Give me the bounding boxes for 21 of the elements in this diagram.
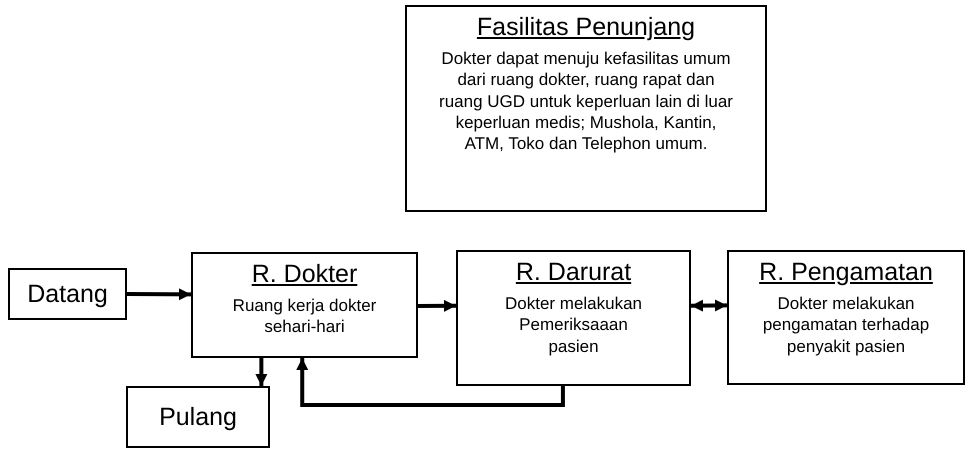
process-box bbox=[8, 268, 127, 320]
room-description: Ruang kerja dokter sehari-hari bbox=[232, 295, 378, 338]
arrow bbox=[255, 358, 268, 386]
room-title: R. Darurat bbox=[516, 258, 632, 287]
room-title: R. Dokter bbox=[252, 260, 358, 289]
room-description: Dokter dapat menuju kefasilitas umum dari ruang dokter, ruang rapat dan ruang UGD untuk keperluan lain di luar keperluan medis; Mushola, Kantin, ATM, Toko dan Telephon umum. bbox=[438, 48, 734, 154]
arrow bbox=[418, 300, 456, 312]
room-box bbox=[191, 252, 418, 358]
room-box bbox=[727, 250, 965, 385]
room-description: Dokter melakukan pengamatan terhadap penyakit pasien bbox=[762, 293, 930, 357]
room-title: R. Pengamatan bbox=[759, 258, 933, 287]
process-box bbox=[126, 386, 270, 448]
room-description: Dokter melakukan Pemeriksaaan pasien bbox=[504, 293, 643, 357]
room-box bbox=[405, 5, 767, 212]
node-label: Datang bbox=[27, 280, 108, 308]
room-box bbox=[456, 250, 691, 386]
room-title: Fasilitas Penunjang bbox=[476, 13, 696, 42]
node-label: Pulang bbox=[159, 402, 237, 432]
arrow bbox=[296, 358, 565, 407]
arrow bbox=[690, 299, 728, 312]
arrow bbox=[126, 288, 192, 300]
